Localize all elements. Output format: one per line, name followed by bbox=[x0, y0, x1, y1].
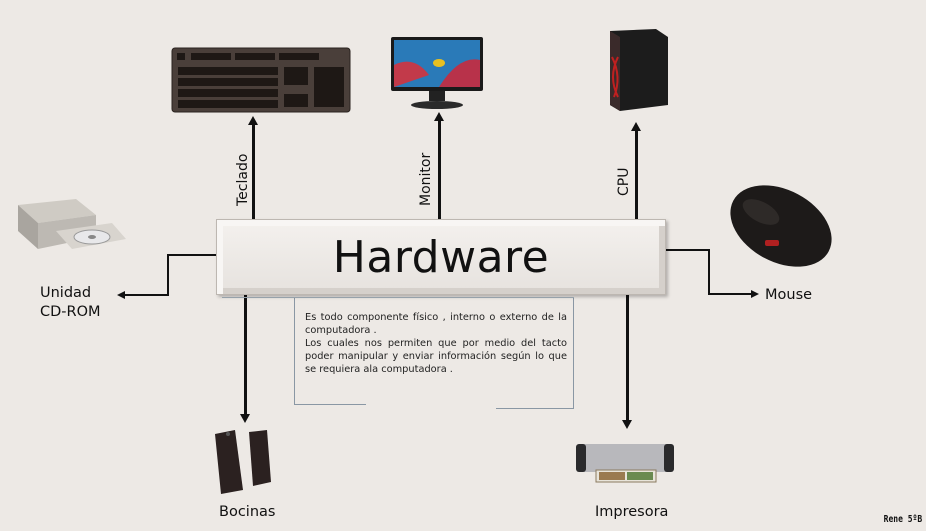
arrow-left-icon bbox=[117, 291, 125, 299]
arrow-up-icon bbox=[434, 112, 444, 121]
mouse-icon bbox=[730, 185, 832, 267]
printer-icon bbox=[576, 444, 674, 483]
description-bracket-left-bottom bbox=[294, 404, 366, 405]
description-bracket-top bbox=[222, 297, 574, 298]
connector-mouse-vertical bbox=[708, 249, 710, 295]
label-cdrom: Unidad CD-ROM bbox=[40, 284, 101, 322]
description-bracket-right bbox=[573, 298, 574, 409]
description-bracket-right-bottom bbox=[496, 408, 574, 409]
connector-mouse bbox=[664, 249, 710, 251]
arrow-up-icon bbox=[631, 122, 641, 131]
arrow-down-icon bbox=[622, 420, 632, 429]
description-bracket-left bbox=[294, 298, 295, 405]
connector-cdrom-vertical bbox=[167, 254, 169, 296]
connector-cdrom bbox=[167, 254, 217, 256]
hardware-description: Es todo componente físico , interno o ex… bbox=[305, 311, 567, 376]
label-cdrom-line2: CD-ROM bbox=[40, 304, 101, 320]
cpu-tower-icon bbox=[610, 29, 668, 111]
hardware-hub: Hardware bbox=[216, 219, 666, 295]
arrow-up-icon bbox=[248, 116, 258, 125]
connector-cdrom-horizontal bbox=[124, 294, 169, 296]
description-paragraph-2: Los cuales nos permiten que por medio de… bbox=[305, 338, 567, 375]
connector-teclado bbox=[252, 124, 255, 220]
connector-monitor bbox=[438, 120, 441, 220]
hub-title: Hardware bbox=[332, 231, 550, 283]
label-bocinas: Bocinas bbox=[219, 504, 276, 520]
connector-impresora bbox=[626, 294, 629, 422]
label-mouse: Mouse bbox=[765, 287, 813, 303]
keyboard-icon bbox=[171, 47, 351, 113]
speakers-icon bbox=[215, 430, 271, 494]
monitor-icon bbox=[391, 37, 483, 109]
label-cdrom-line1: Unidad bbox=[40, 285, 92, 301]
label-teclado: Teclado bbox=[235, 153, 251, 206]
label-monitor: Monitor bbox=[418, 152, 434, 206]
connector-bocinas bbox=[244, 294, 247, 416]
label-impresora: Impresora bbox=[595, 504, 669, 520]
connector-mouse-horizontal bbox=[708, 293, 752, 295]
arrow-down-icon bbox=[240, 414, 250, 423]
author-signature: Rene 5ºB bbox=[883, 514, 922, 525]
connector-cpu bbox=[635, 130, 638, 220]
description-paragraph-1: Es todo componente físico , interno o ex… bbox=[305, 312, 567, 336]
cd-rom-drive-icon bbox=[18, 199, 126, 249]
arrow-right-icon bbox=[751, 290, 759, 298]
label-cpu: CPU bbox=[616, 167, 632, 196]
